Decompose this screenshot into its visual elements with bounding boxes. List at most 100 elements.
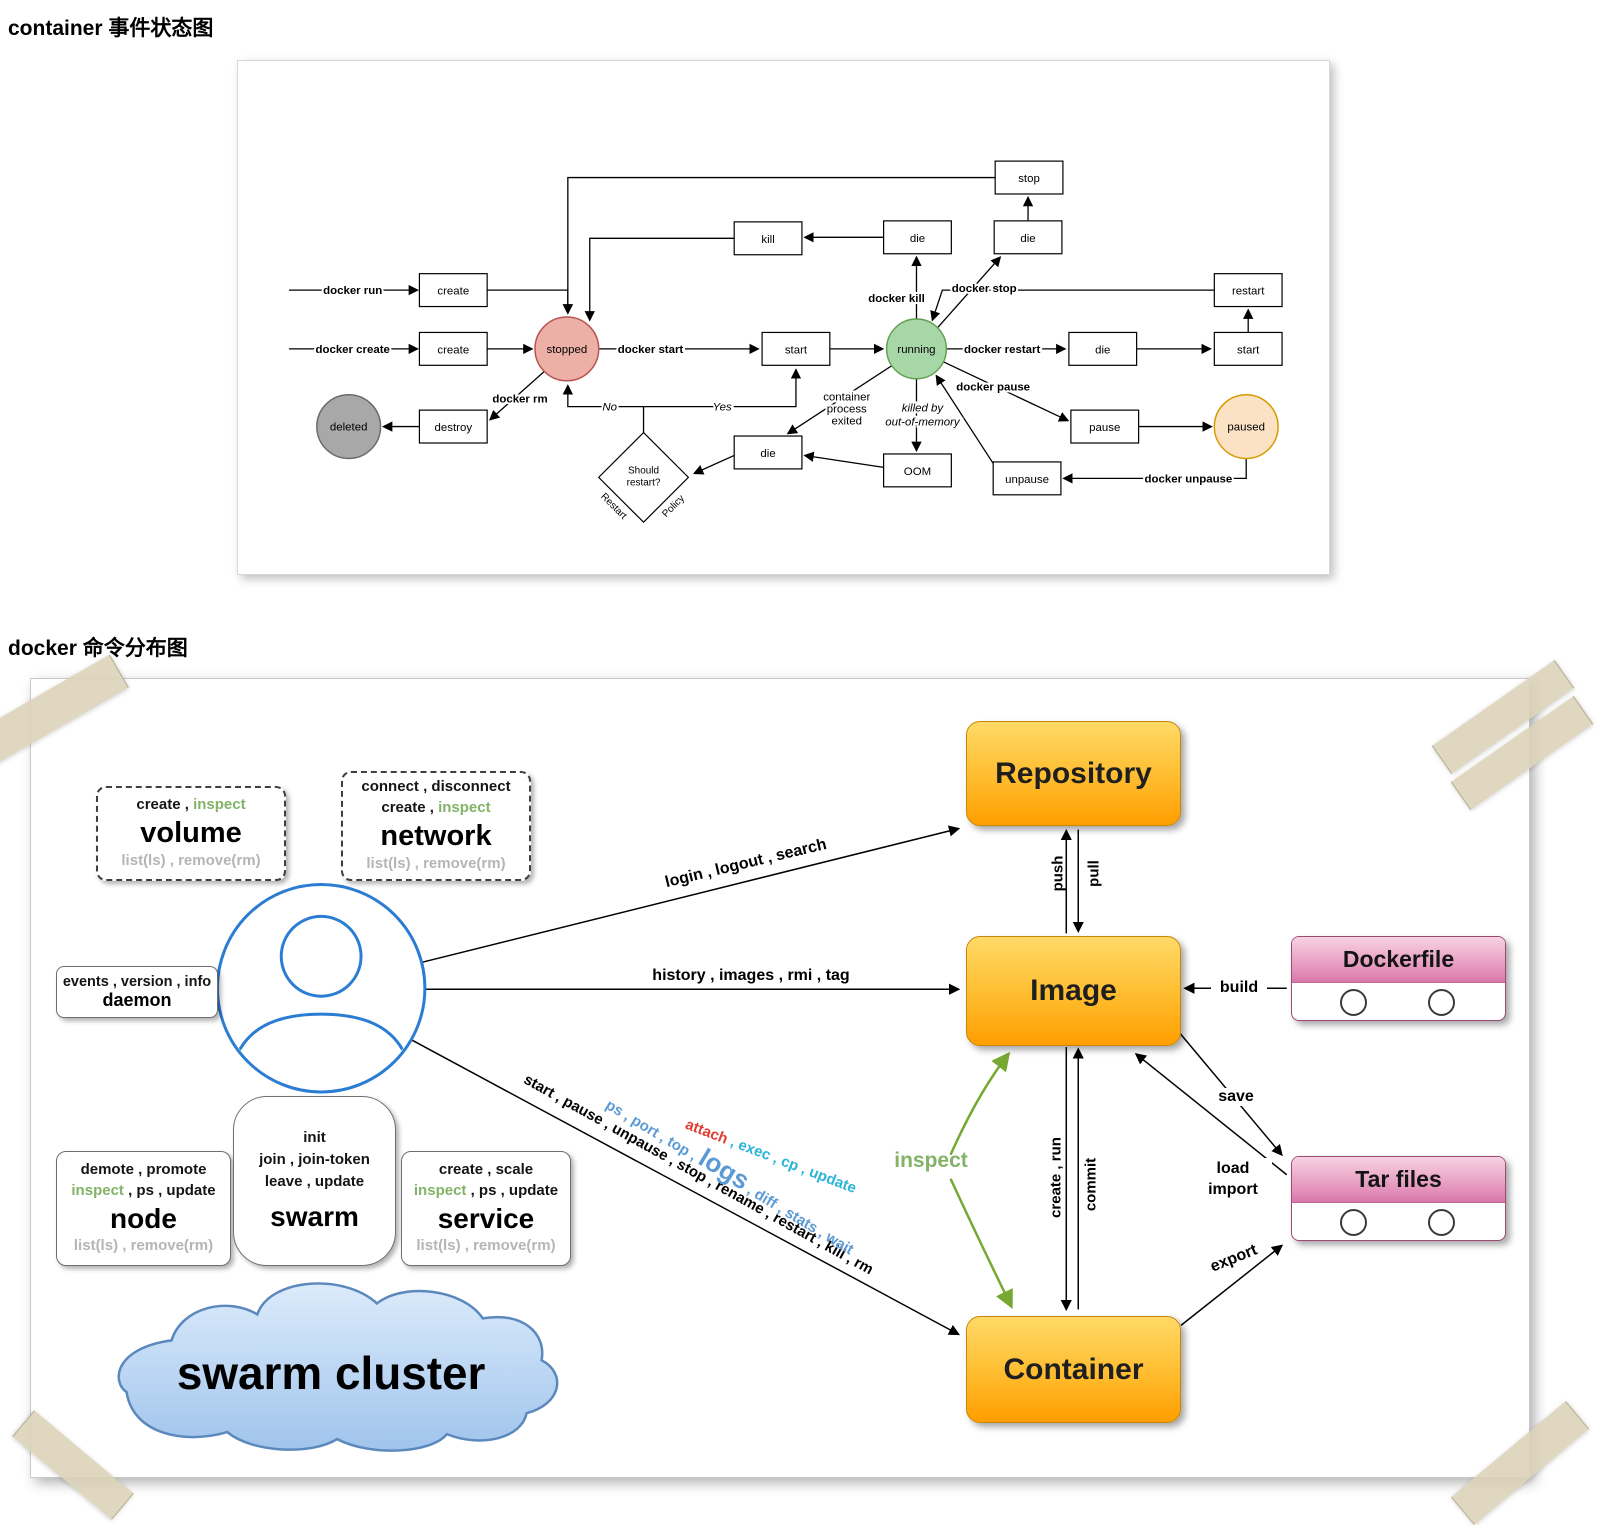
- service-inspect: inspect: [413, 1182, 467, 1200]
- volume-commands: create , inspect: [98, 796, 284, 815]
- box-stop-label: stop: [1018, 173, 1040, 185]
- swarm-init: init: [303, 1129, 326, 1147]
- label-docker-run: docker run: [323, 285, 382, 297]
- volume-inspect: inspect: [193, 796, 246, 814]
- edge-user-repository: [421, 825, 961, 964]
- edge-inspect-container: [949, 1178, 1013, 1309]
- label-save: save: [1211, 1088, 1261, 1106]
- network-list-remove: list(ls) , remove(rm): [366, 855, 506, 873]
- state-deleted: [316, 393, 382, 460]
- tag-ring-icon: [1428, 989, 1455, 1016]
- tag-ring-icon: [1340, 989, 1367, 1016]
- label-killed-2: out-of-memory: [885, 417, 961, 429]
- box-create-b-label: create: [437, 344, 469, 356]
- network-box: connect , disconnect create , inspect ne…: [341, 771, 531, 881]
- page-title-command-diagram: docker 命令分布图: [8, 637, 188, 660]
- tag-ring-icon: [1340, 1209, 1367, 1236]
- service-ps-update: , ps , update: [466, 1182, 559, 1200]
- service-title: service: [437, 1202, 535, 1234]
- edge-running-die-exited: [786, 365, 892, 435]
- edge-paused-unpause: [1062, 458, 1247, 484]
- network-create: create ,: [381, 798, 434, 816]
- decision-label-2: restart?: [627, 477, 661, 488]
- state-edges: [288, 176, 1254, 484]
- state-stopped: [534, 316, 600, 382]
- docker-command-diagram-panel: swarm cluster create , inspect volume li…: [30, 678, 1530, 1478]
- box-destroy-label: destroy: [435, 422, 473, 434]
- image-node: Image: [966, 936, 1181, 1046]
- box-unpause-label: unpause: [1005, 474, 1049, 486]
- volume-list-remove: list(ls) , remove(rm): [121, 852, 261, 870]
- daemon-title: daemon: [102, 989, 172, 1010]
- box-create-a-label: create: [437, 286, 469, 298]
- state-running-label: running: [897, 344, 935, 356]
- box-die-d-label: die: [760, 448, 775, 460]
- label-commit: commit: [1082, 1157, 1100, 1212]
- label-docker-kill: docker kill: [868, 293, 925, 305]
- state-paused-label: paused: [1227, 422, 1265, 434]
- volume-box: create , inspect volume list(ls) , remov…: [96, 786, 286, 881]
- command-diagram-svg: swarm cluster: [117, 825, 1288, 1452]
- repository-label: Repository: [995, 756, 1152, 790]
- node-title: node: [110, 1202, 177, 1234]
- network-inspect: inspect: [438, 798, 491, 816]
- label-docker-start: docker start: [618, 344, 684, 356]
- label-inspect: inspect: [894, 1149, 968, 1172]
- node-demote-promote: demote , promote: [80, 1161, 207, 1179]
- label-exited-2: process: [827, 404, 867, 416]
- box-restart-label: restart: [1232, 286, 1265, 298]
- network-title: network: [380, 819, 492, 852]
- box-die-a-label: die: [910, 233, 925, 245]
- box-start-a: [761, 331, 831, 366]
- box-pause-label: pause: [1089, 422, 1120, 434]
- box-die-c: [1068, 331, 1138, 366]
- edge-load-import: [1134, 1053, 1288, 1176]
- label-load: load: [1216, 1160, 1250, 1177]
- container-state-diagram-panel: stop kill die die create restart create …: [237, 60, 1330, 575]
- label-exited-1: container: [823, 392, 870, 404]
- node-inspect: inspect: [71, 1182, 124, 1200]
- label-docker-create: docker create: [315, 344, 389, 356]
- user-head: [279, 914, 363, 998]
- edge-unpause-running: [935, 374, 994, 464]
- daemon-box: events , version , info daemon: [56, 966, 218, 1018]
- label-build: build: [1211, 979, 1267, 997]
- decision-should-restart: [597, 431, 690, 524]
- node-commands: inspect , ps , update: [57, 1182, 230, 1201]
- swarm-join: join , join-token: [259, 1151, 370, 1169]
- edge-stop-stopped: [562, 176, 996, 315]
- label-load-import: load import: [1194, 1158, 1272, 1200]
- cloud-label: swarm cluster: [177, 1347, 486, 1399]
- page-title-state-diagram: container 事件状态图: [8, 17, 214, 40]
- repository-node: Repository: [966, 721, 1181, 826]
- box-unpause: [992, 461, 1062, 496]
- edge-kill-stopped: [584, 237, 735, 322]
- tar-files-node: Tar files: [1291, 1156, 1506, 1241]
- service-list-remove: list(ls) , remove(rm): [416, 1236, 556, 1254]
- box-stop: [994, 160, 1064, 195]
- state-diagram-svg: stop kill die die create restart create …: [288, 160, 1283, 524]
- state-deleted-label: deleted: [330, 422, 368, 434]
- box-pause: [1070, 409, 1140, 444]
- node-list-remove: list(ls) , remove(rm): [73, 1236, 214, 1254]
- box-die-c-label: die: [1095, 344, 1110, 356]
- edge-create-stopped: [487, 289, 574, 315]
- network-connect: connect , disconnect: [361, 778, 511, 796]
- daemon-commands: events , version , info: [62, 973, 212, 990]
- label-import: import: [1208, 1181, 1258, 1198]
- box-start-b-label: start: [1237, 344, 1260, 356]
- label-docker-rm: docker rm: [492, 394, 547, 406]
- box-oom-label: OOM: [904, 466, 931, 478]
- edge-running-pause: [943, 361, 1070, 422]
- box-die-a: [883, 220, 952, 255]
- image-label: Image: [1030, 974, 1117, 1007]
- dockerfile-label: Dockerfile: [1292, 937, 1505, 983]
- container-label: Container: [1003, 1352, 1144, 1386]
- box-die-b-label: die: [1020, 233, 1035, 245]
- label-create-run: create , run: [1047, 1137, 1065, 1218]
- label-docker-pause: docker pause: [956, 382, 1030, 394]
- label-docker-restart: docker restart: [964, 344, 1040, 356]
- state-stopped-label: stopped: [546, 344, 587, 356]
- container-node: Container: [966, 1316, 1181, 1423]
- label-push: push: [1049, 855, 1067, 892]
